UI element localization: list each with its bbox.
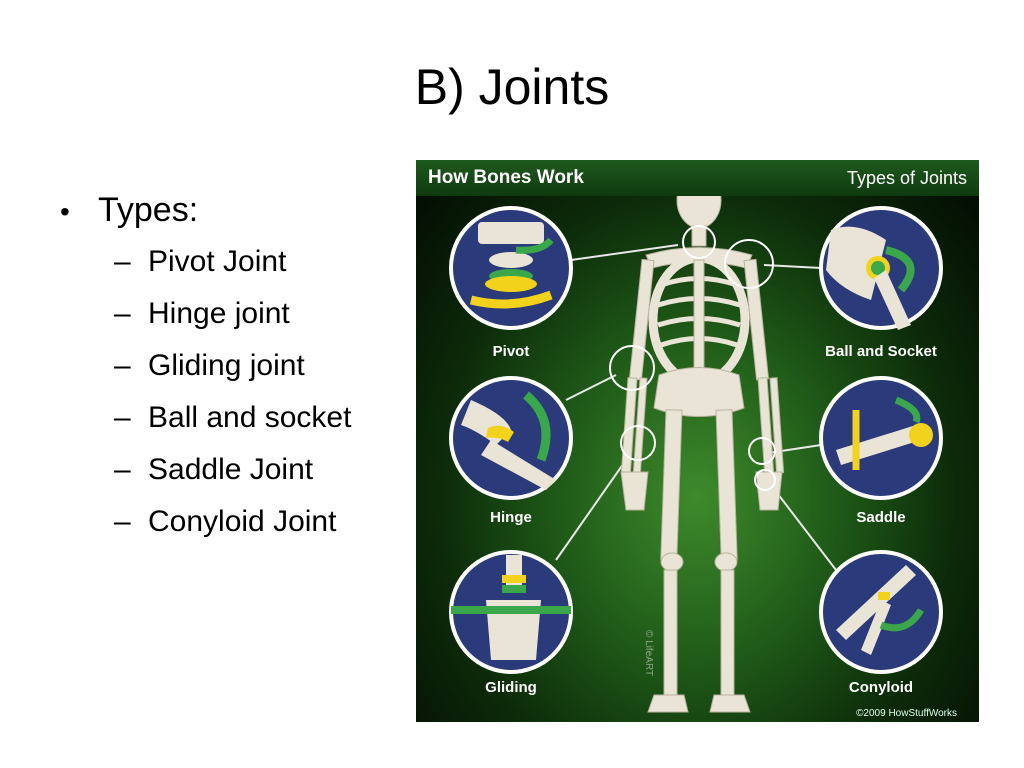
- label-pivot: Pivot: [492, 343, 530, 360]
- copyright-credit: ©2009 HowStuffWorks: [856, 708, 957, 719]
- sub-item: –Ball and socket: [114, 401, 352, 435]
- sub-item: –Conyloid Joint: [114, 505, 337, 539]
- sub-item: –Pivot Joint: [114, 245, 287, 279]
- slide-title: B) Joints: [414, 59, 610, 115]
- pivot-detail-icon: [449, 206, 573, 330]
- figure-subtitle: Types of Joints: [846, 168, 967, 188]
- hinge-detail-icon: [449, 376, 573, 500]
- label-ball-socket: Ball and Socket: [825, 343, 937, 360]
- joint-detail-circles: [449, 206, 943, 674]
- bullet-text: Types:: [98, 191, 199, 229]
- sub-item-text: Gliding joint: [148, 349, 305, 383]
- sub-list: –Pivot Joint –Hinge joint –Gliding joint…: [114, 245, 400, 538]
- sub-item: –Gliding joint: [114, 349, 305, 383]
- label-saddle: Saddle: [856, 509, 906, 526]
- label-hinge: Hinge: [490, 509, 532, 526]
- saddle-detail-icon: [819, 376, 943, 500]
- connector-lines: [555, 244, 837, 571]
- bullet-dot: •: [60, 196, 70, 227]
- sub-item-text: Conyloid Joint: [148, 505, 337, 539]
- sub-item-text: Ball and socket: [148, 401, 352, 435]
- slide-content: • Types: –Pivot Joint –Hinge joint –Glid…: [60, 191, 400, 557]
- conyloid-detail-icon: [819, 550, 943, 674]
- figure-title: How Bones Work: [428, 167, 584, 188]
- sub-item: –Saddle Joint: [114, 453, 314, 487]
- label-conyloid: Conyloid: [848, 679, 914, 696]
- joints-infographic: How Bones Work Types of Joints Pivot Hin…: [416, 160, 979, 722]
- sub-item-text: Saddle Joint: [148, 453, 314, 487]
- sub-item: –Hinge joint: [114, 297, 290, 331]
- highlight-circles: [609, 225, 776, 491]
- label-gliding: Gliding: [485, 679, 537, 696]
- figure-header: [416, 160, 979, 196]
- gliding-detail-icon: [449, 550, 573, 674]
- sub-item-text: Hinge joint: [148, 297, 290, 331]
- lifeart-credit: © LifeART: [643, 630, 654, 677]
- bullet-types: • Types:: [60, 191, 400, 229]
- ball-socket-detail-icon: [819, 206, 943, 330]
- sub-item-text: Pivot Joint: [148, 245, 287, 279]
- skeleton-illustration: [449, 171, 943, 713]
